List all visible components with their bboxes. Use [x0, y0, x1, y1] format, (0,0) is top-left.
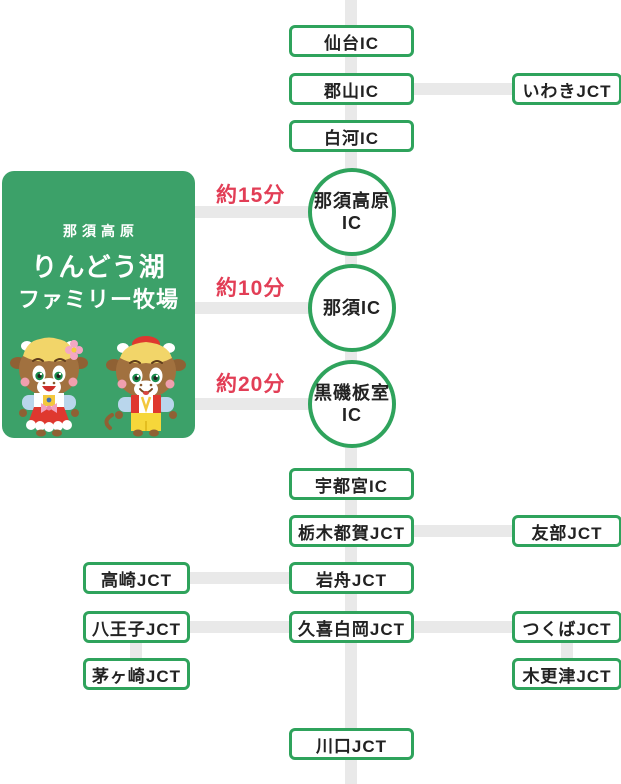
cow-mascots-illustration	[10, 336, 186, 437]
travel-time-nasu: 約10分	[216, 277, 286, 300]
node-label: 宇都宮IC	[315, 476, 388, 496]
node-label: 川口JCT	[315, 736, 388, 756]
node-label-line1: 那須高原	[314, 190, 390, 211]
node-iwaki-jct: いわきJCT	[512, 73, 621, 105]
node-nasu-ic: 那須IC	[308, 264, 396, 352]
node-label: 木更津JCT	[522, 666, 612, 686]
node-label-line2: IC	[342, 405, 362, 425]
node-tomobe-jct: 友部JCT	[512, 515, 621, 547]
node-label-line1: 黒磯板室	[314, 382, 390, 403]
node-utsunomiya-ic: 宇都宮IC	[289, 468, 414, 500]
node-label: いわきJCT	[522, 81, 612, 101]
node-label: 郡山IC	[324, 81, 379, 101]
node-label: 栃木都賀JCT	[297, 523, 406, 543]
node-shirakawa-ic: 白河IC	[289, 120, 414, 152]
node-kukishiraoka-jct: 久喜白岡JCT	[289, 611, 414, 643]
node-takasaki-jct: 高崎JCT	[83, 562, 190, 594]
travel-time-kuroiso: 約20分	[216, 373, 286, 396]
node-label: つくばJCT	[522, 619, 612, 639]
node-label: 高崎JCT	[100, 570, 173, 590]
farm-region-label: 那須高原	[63, 223, 139, 239]
node-kawaguchi-jct: 川口JCT	[289, 728, 414, 760]
node-label: 友部JCT	[531, 523, 603, 543]
node-sendai-ic: 仙台IC	[289, 25, 414, 57]
node-kuroisoitamuro-ic: 黒磯板室 IC	[308, 360, 396, 448]
road-line-tsukuba-kisarazu	[561, 638, 573, 663]
male-cow-mascot	[104, 336, 186, 437]
node-kisarazu-jct: 木更津JCT	[512, 658, 621, 690]
road-line-hachioji-chigasaki	[130, 638, 142, 663]
farm-card: 那須高原 りんどう湖 ファミリー牧場	[2, 171, 195, 438]
travel-time-nasukogen: 約15分	[216, 184, 286, 207]
farm-name-line1: りんどう湖	[31, 252, 166, 282]
node-label: 白河IC	[324, 128, 379, 148]
node-label-line2: IC	[342, 213, 362, 233]
node-hachioji-jct: 八王子JCT	[83, 611, 190, 643]
node-label: 茅ヶ崎JCT	[91, 666, 182, 686]
node-tochigitsuga-jct: 栃木都賀JCT	[289, 515, 414, 547]
node-koriyama-ic: 郡山IC	[289, 73, 414, 105]
female-cow-mascot	[10, 337, 88, 437]
node-iwafune-jct: 岩舟JCT	[289, 562, 414, 594]
node-nasukogen-ic: 那須高原 IC	[308, 168, 396, 256]
node-label: 久喜白岡JCT	[297, 619, 406, 639]
node-tsukuba-jct: つくばJCT	[512, 611, 621, 643]
node-label: 八王子JCT	[91, 619, 182, 639]
farm-name-line2: ファミリー牧場	[17, 287, 179, 312]
node-chigasaki-jct: 茅ヶ崎JCT	[83, 658, 190, 690]
node-label: 仙台IC	[324, 33, 379, 53]
node-label: 岩舟JCT	[315, 570, 388, 590]
node-label: 那須IC	[323, 297, 381, 318]
